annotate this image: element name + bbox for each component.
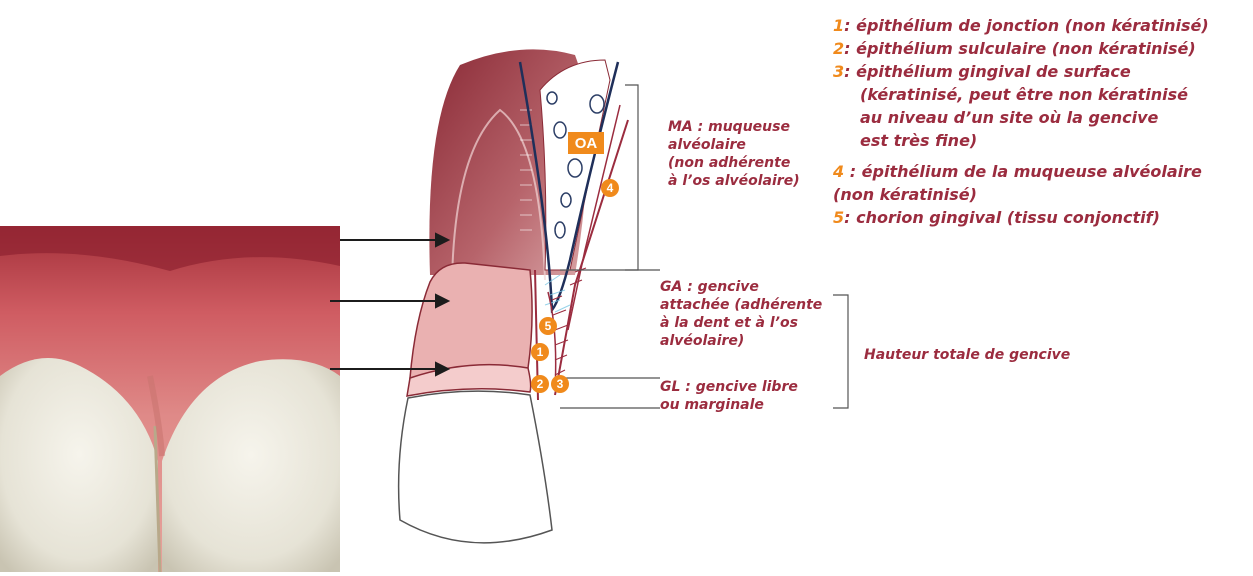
legend-item-3: 3: épithélium gingival de surface xyxy=(833,60,1243,83)
ma-line-4: à l’os alvéolaire) xyxy=(668,172,800,190)
legend-item-1: 1: épithélium de jonction (non kératinis… xyxy=(833,14,1243,37)
marker-3-label: 3 xyxy=(557,377,564,391)
legend-text-3: : épithélium gingival de surface xyxy=(844,62,1131,81)
legend-item-2: 2: épithélium sulculaire (non kératinisé… xyxy=(833,37,1243,60)
ma-label: MA : muqueuse alvéolaire (non adhérente … xyxy=(668,118,800,190)
gum-and-teeth-illustration xyxy=(0,226,340,572)
attached-gingiva xyxy=(410,263,532,378)
crown xyxy=(399,391,552,543)
gl-line-2: ou marginale xyxy=(660,396,798,414)
legend-text-2: : épithélium sulculaire (non kératinisé) xyxy=(844,39,1196,58)
legend-item-5: 5: chorion gingival (tissu conjonctif) xyxy=(833,206,1243,229)
clinical-photo xyxy=(0,226,340,572)
gl-line-1: GL : gencive libre xyxy=(660,378,798,396)
total-height-label: Hauteur totale de gencive xyxy=(864,346,1070,364)
legend-item-3-extra-1: (kératinisé, peut être non kératinisé xyxy=(833,83,1243,106)
legend-num-2: 2 xyxy=(833,39,844,58)
legend-item-4-next: (non kératinisé) xyxy=(833,183,1243,206)
legend-num-1: 1 xyxy=(833,16,844,35)
marker-2-label: 2 xyxy=(537,377,544,391)
ma-line-2: alvéolaire xyxy=(668,136,800,154)
ma-line-1: MA : muqueuse xyxy=(668,118,800,136)
ma-line-3: (non adhérente xyxy=(668,154,800,172)
legend-item-3-extra-2: au niveau d’un site où la gencive xyxy=(833,106,1243,129)
legend-num-5: 5 xyxy=(833,208,844,227)
ga-line-3: à la dent et à l’os xyxy=(660,314,822,332)
legend-text-1: : épithélium de jonction (non kératinisé… xyxy=(844,16,1209,35)
legend-text-4: : épithélium de la muqueuse alvéolaire xyxy=(844,162,1202,181)
oa-text: OA xyxy=(575,135,598,152)
legend-num-3: 3 xyxy=(833,62,844,81)
legend-item-4: 4 : épithélium de la muqueuse alvéolaire xyxy=(833,160,1243,183)
legend-item-3-extra-3: est très fine) xyxy=(833,129,1243,152)
ga-label: GA : gencive attachée (adhérente à la de… xyxy=(660,278,822,350)
ga-line-2: attachée (adhérente xyxy=(660,296,822,314)
marker-4-label: 4 xyxy=(607,181,614,195)
legend-text-5: : chorion gingival (tissu conjonctif) xyxy=(844,208,1160,227)
marker-5-label: 5 xyxy=(545,319,552,333)
ga-line-1: GA : gencive xyxy=(660,278,822,296)
legend-num-4: 4 xyxy=(833,162,844,181)
gl-label: GL : gencive libre ou marginale xyxy=(660,378,798,414)
ga-line-4: alvéolaire) xyxy=(660,332,822,350)
legend: 1: épithélium de jonction (non kératinis… xyxy=(833,14,1243,229)
marker-1-label: 1 xyxy=(537,345,544,359)
